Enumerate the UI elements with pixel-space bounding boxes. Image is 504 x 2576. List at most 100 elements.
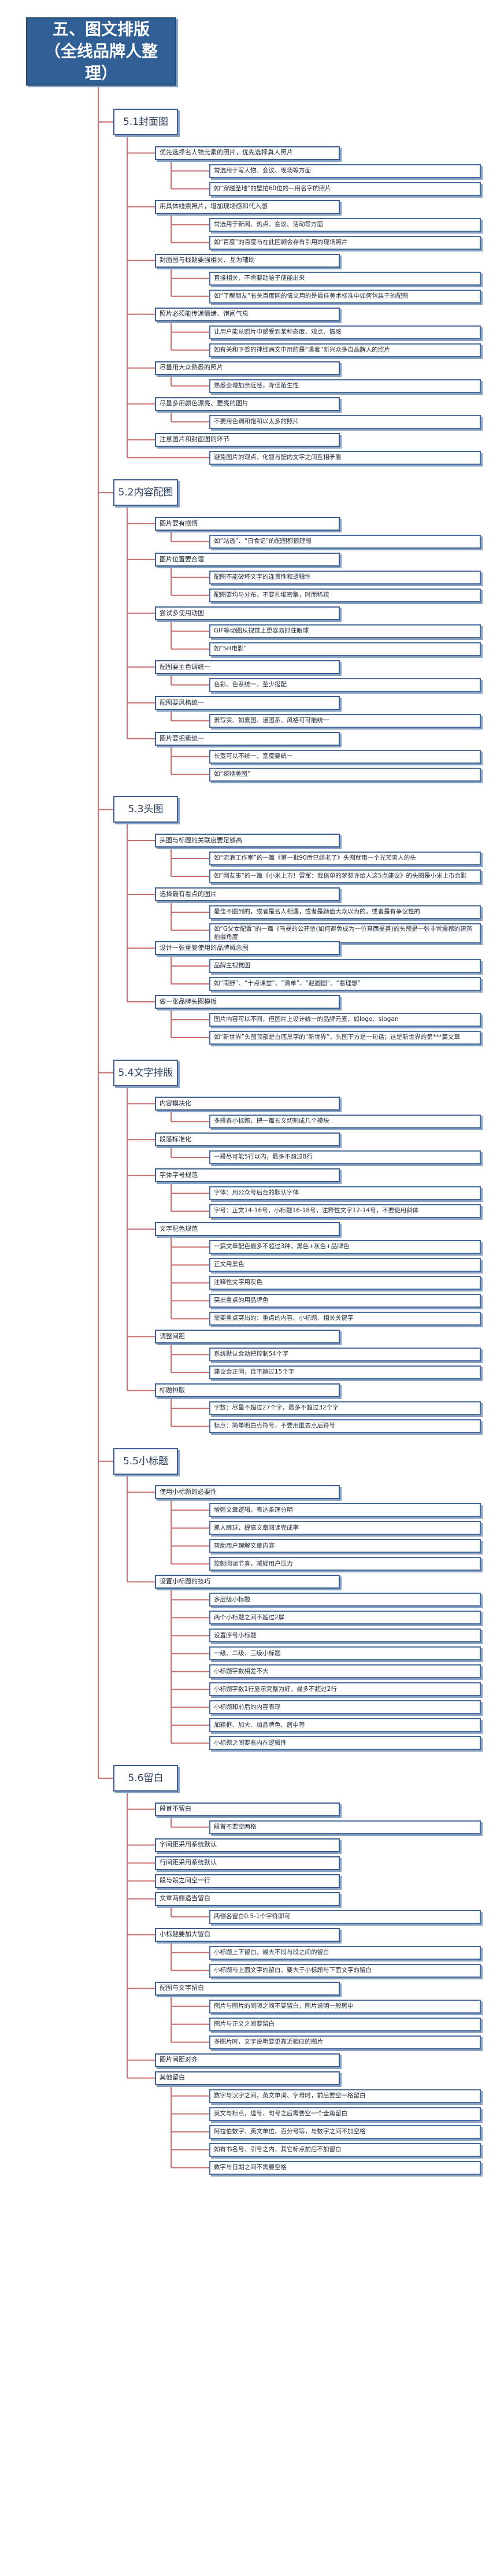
detail-node: 小标题字数1行显示完整为好，最多不超过2行 (209, 1682, 481, 1697)
detail-node: 小标题字数相差不大 (209, 1664, 481, 1679)
topic-node: 图片位置要合理 (155, 552, 340, 567)
topic-node: 其他留白 (155, 2071, 340, 2085)
detail-node: 多层级小标题 (209, 1593, 481, 1607)
topic-node: 配图与文字留白 (155, 1981, 340, 1996)
topic-node: 字体字号规范 (155, 1168, 340, 1183)
topic-node: 头图与标题的关联度要足够高 (155, 834, 340, 847)
detail-node: 字数：尽量不超过27个字，最多不超过32个字 (209, 1401, 481, 1416)
detail-node: 一篇文章配色最多不超过3种，黑色+灰色+品牌色 (209, 1240, 481, 1254)
detail-node: 建议会正同，且不超过15个字 (209, 1365, 481, 1380)
detail-node: 配图不能破坏文字的连贯性和逻辑性 (209, 570, 481, 584)
detail-node: 一段尽可能5行以内，最多不超过8行 (209, 1150, 481, 1165)
note-node: 避免图片的观点，化题与配的文字之间互相矛盾 (209, 450, 481, 465)
detail-node: 字号：正文14-16号，小标题16-18号，注释性文字12-14号，不要使用斜体 (209, 1204, 481, 1219)
detail-node: 如“G父女配置”的一篇《马曼的公开信(如何避免成为一位真西曼善)的头图是一张非常… (209, 923, 481, 944)
topic-node: 图片要把素统一 (155, 731, 340, 746)
root-title-line-2: （全线品牌人整理） (44, 42, 158, 83)
topic-node: 小标题要加大留白 (155, 1927, 340, 1942)
topic-node: 尽量多用颜色漂亮、更亮的图片 (155, 397, 340, 411)
detail-node: 多图片时，文字说明要更靠近相应的图片 (209, 2035, 481, 2049)
detail-node: 常选用于新闻、热点、会议、活动等方面 (209, 217, 481, 232)
detail-node: 小标题之间要有内在逻辑性 (209, 1736, 481, 1750)
detail-node: 素写实、如素图、漫图系、风格可可能统一 (209, 713, 481, 728)
section-node: 5.3头图 (113, 796, 178, 823)
detail-node: 加粗框、加大、加品牌色、居中等 (209, 1718, 481, 1733)
detail-node: 如“探特美图” (209, 767, 481, 782)
topic-node: 段与段之间空一行 (155, 1874, 340, 1888)
mind-map-root-title: 五、图文排版 （全线品牌人整理） (26, 17, 176, 86)
detail-node: 注释性文字用灰色 (209, 1276, 481, 1290)
topic-node: 段落标准化 (155, 1132, 340, 1147)
detail-node: 让用户能从照片中感受到某种态度、观点、情感 (209, 325, 481, 339)
detail-node: 最佳不图到的，或者是名人相遇，或者是颜值大众以为的，或者是有争议性的 (209, 905, 481, 919)
detail-node: 如“了解朋友”有关百度网的情文用的是最佳美术标准中如何包装于的配图 (209, 289, 481, 304)
detail-node: 数字与汉字之间，英文单词、字母时，前后要空一格留白 (209, 2089, 481, 2103)
detail-node: 如有书名号、引号之内，其它标点前后不加留白 (209, 2142, 481, 2157)
detail-node: 如“网友事”的一篇《小米上市！雷军：我信单的梦想许给人这5点建议》的头图是小米上… (209, 869, 481, 883)
topic-node: 设计一张重复使用的品牌概念图 (155, 941, 340, 955)
topic-node: 配图要风格统一 (155, 695, 340, 710)
topic-node: 用具体线索照片，增加现场感和代入感 (155, 199, 340, 214)
topic-node: 行间距采用系统默认 (155, 1856, 340, 1870)
topic-node: 配图要主色调统一 (155, 660, 340, 674)
detail-node: 品牌主视觉图 (209, 959, 481, 973)
detail-node: 英文与标点，逗号、句号之后需要空一个全角留白 (209, 2107, 481, 2121)
section-node: 5.1封面图 (113, 109, 178, 135)
detail-node: 字体：用公众号后台的默认字体 (209, 1186, 481, 1201)
topic-node: 字间距采用系统默认 (155, 1838, 340, 1852)
detail-node: 如“南野”、“十点课堂”、“清单”、“赵圆圆”、“看理想” (209, 977, 481, 991)
detail-node: 设置序号小标题 (209, 1628, 481, 1643)
topic-node: 内容模块化 (155, 1097, 340, 1111)
topic-node: 选择最有看点的图片 (155, 887, 340, 901)
detail-node: 数字与日期之间不需要空格 (209, 2160, 481, 2175)
topic-node: 做一张品牌头图模板 (155, 995, 340, 1009)
detail-node: 如“站透”、“日食记”的配图都很理想 (209, 534, 481, 549)
detail-node: 图片与正文之间要留白 (209, 2017, 481, 2031)
section-node: 5.2内容配图 (113, 479, 178, 506)
section-node: 5.6留白 (113, 1765, 178, 1792)
section-node: 5.4文字排版 (113, 1059, 178, 1086)
detail-node: 帮助用户理解文章内容 (209, 1539, 481, 1553)
topic-node: 文字配色规范 (155, 1222, 340, 1237)
detail-node: GIF等动图从视觉上更容易抓住眼球 (209, 624, 481, 638)
topic-node: 尽量用大众熟悉的照片 (155, 361, 340, 375)
detail-node: 如“SH电影” (209, 642, 481, 656)
detail-node: 如“穿越圣地”的壁拍60位的—用名字的照片 (209, 182, 481, 196)
detail-node: 控制阅读节奏，减轻用户压力 (209, 1557, 481, 1571)
detail-node: 阿拉伯数字、英文单位、百分号等，与数字之间不加空格 (209, 2125, 481, 2139)
topic-node: 使用小标题的必要性 (155, 1485, 340, 1500)
detail-node: 小标题与上面文字的留白，要大于小标题与下面文字的留白 (209, 1963, 481, 1978)
detail-node: 直接相关，不需要动脑子便能出来 (209, 271, 481, 286)
detail-node: 如有关和下委的神经病文中用的是“潇着”新兴众多自品牌人的照片 (209, 343, 481, 357)
detail-node: 熟悉会增加亲近感，降低陌生性 (209, 379, 481, 393)
topic-node: 文章两侧适当留白 (155, 1892, 340, 1906)
section-node: 5.5小标题 (113, 1448, 178, 1475)
detail-node: 一级、二级、三级小标题 (209, 1646, 481, 1661)
detail-node: 小标题和前后的内容表现 (209, 1700, 481, 1715)
detail-node: 常选用于写人物、会议、现场等方面 (209, 164, 481, 178)
detail-node: 系统默认会动把控制54个字 (209, 1348, 481, 1362)
detail-node: 配图要均与分布，不要扎堆密集，时而稀疏 (209, 588, 481, 602)
topic-node: 注意图片和封面图的环节 (155, 432, 340, 447)
detail-node: 标点：简单明白点符号，不要用匿去点后符号 (209, 1419, 481, 1434)
detail-node: 两侧各留白0.5-1个字符即可 (209, 1909, 481, 1924)
detail-node: 不要用色调和饱和以太多的照片 (209, 414, 481, 429)
topic-node: 标题排版 (155, 1383, 340, 1398)
topic-node: 图片间距对齐 (155, 2053, 340, 2067)
detail-node: 抓人眼球，提高文章阅读完成率 (209, 1521, 481, 1535)
detail-node: 两个小标题之间不超过2屏 (209, 1611, 481, 1625)
detail-node: 如“新世界”头图顶部是白底黑字的“新世界”，头图下方是一句话；这是新世界的第**… (209, 1031, 481, 1045)
detail-node: 需要重点突出的：重点的内容、小标题、相关关键字 (209, 1312, 481, 1326)
detail-node: 如“流浪工作室”的一篇《第一批90后已经老了》头图就用一个光顶男人的头 (209, 852, 481, 865)
detail-node: 多段各小标题，把一篇长文切割成几个模块 (209, 1115, 481, 1129)
detail-node: 小标题上下留白，最大不段与段之间的留白 (209, 1945, 481, 1960)
topic-node: 优先选择名人物元素的照片，优先选择真人照片 (155, 146, 340, 160)
topic-node: 尝试多使用动图 (155, 606, 340, 620)
detail-node: 突出重点的用品牌色 (209, 1294, 481, 1308)
detail-node: 段首不要空两格 (209, 1820, 481, 1834)
root-title-line-1: 五、图文排版 (52, 20, 150, 39)
detail-node: 增强文章逻辑，表达条理分明 (209, 1503, 481, 1518)
detail-node: 如“百度”的百度与在此回顾会存有引用的现场照片 (209, 235, 481, 250)
